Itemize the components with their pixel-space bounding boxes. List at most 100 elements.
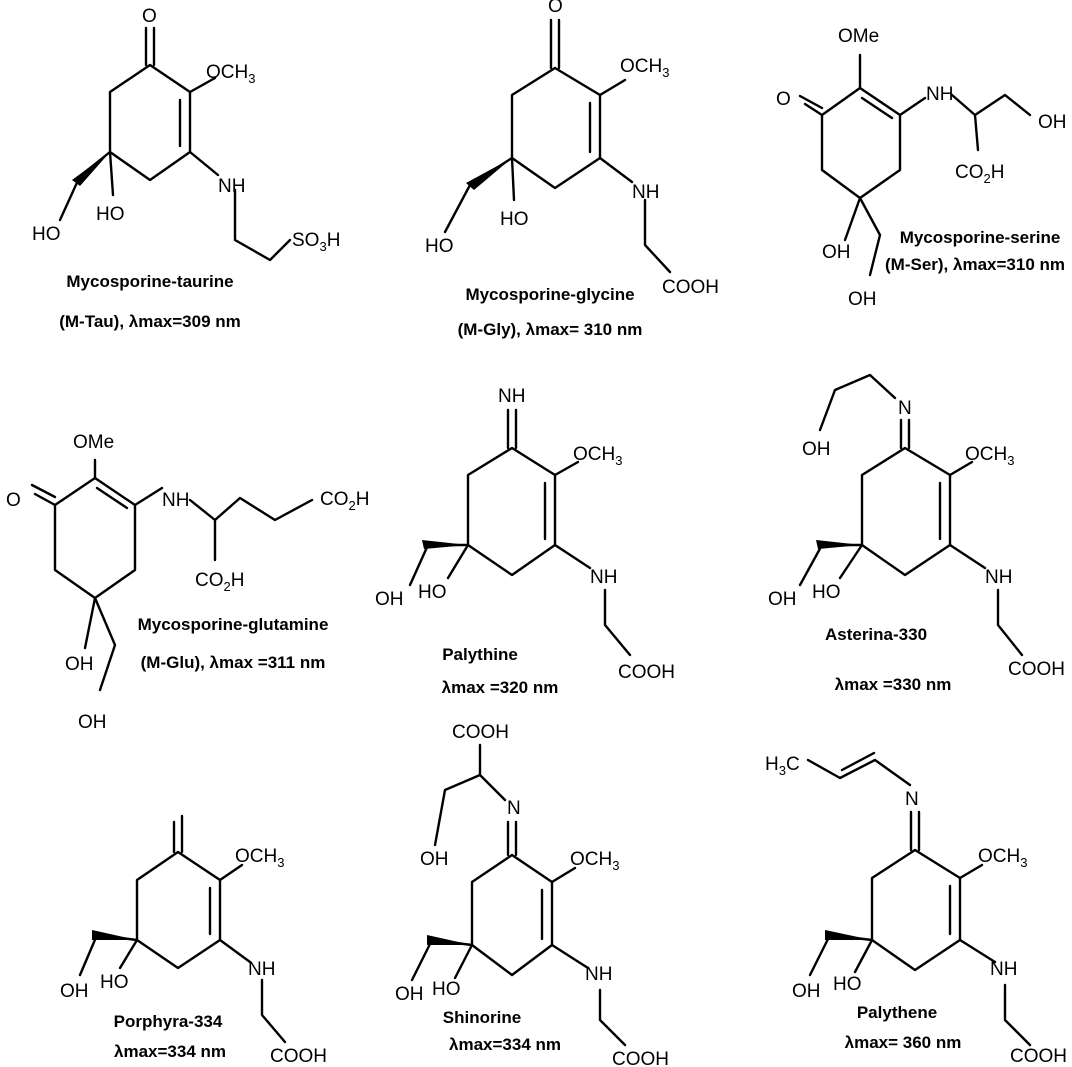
atom-label: NH [162, 490, 189, 511]
ring-bonds [53, 476, 137, 600]
double-bond [860, 96, 894, 120]
ring-bonds [820, 86, 902, 200]
molecule-name: Mycosporine-serine [900, 228, 1061, 247]
atom-label: OCH3 [965, 444, 1014, 468]
ring-bonds [870, 848, 962, 972]
imine-bond [909, 810, 921, 852]
molecule-name: Shinorine [443, 1008, 521, 1027]
wedge-bond [816, 540, 862, 549]
atom-label: OH [802, 439, 831, 460]
molecule-lambda-max: (M-Tau), λmax=309 nm [59, 312, 241, 331]
atom-label: O [142, 6, 157, 27]
atom-label: OCH3 [235, 846, 284, 870]
molecule-lambda-max: (M-Ser), λmax=310 nm [885, 255, 1065, 274]
ring-bonds [470, 853, 554, 977]
atom-label: OH [822, 242, 851, 263]
atom-label: OH [420, 849, 449, 870]
atom-label: COOH [270, 1046, 327, 1067]
atom-label: HO [418, 582, 447, 603]
atom-label: CO2H [320, 489, 369, 513]
wedge-bond [825, 930, 872, 940]
atom-label: NH [632, 182, 659, 203]
molecule-lambda-max: (M-Gly), λmax= 310 nm [458, 320, 643, 339]
molecule-lambda-max: λmax =320 nm [442, 678, 559, 697]
atom-label: OH [768, 589, 797, 610]
atom-label: OMe [73, 432, 114, 453]
substituent-bonds [408, 460, 632, 657]
atom-label: OMe [838, 26, 879, 47]
atom-label: OCH3 [978, 846, 1027, 870]
atom-label: NH [926, 84, 953, 105]
molecule-name: Mycosporine-glycine [465, 285, 634, 304]
atom-label: N [507, 798, 521, 819]
atom-label: COOH [612, 1049, 669, 1067]
atom-label: OCH3 [570, 849, 619, 873]
molecule-mycosporine-taurine: O OCH3 NH HO HO SO3H Mycosporine-taurine… [32, 6, 340, 331]
atom-label: HO [812, 582, 841, 603]
wedge-bond [427, 935, 472, 945]
substituent-bonds [443, 78, 672, 274]
atom-label: HO [425, 236, 454, 257]
atom-label: OH [848, 289, 877, 310]
molecule-shinorine: COOH N OH OCH3 NH OH HO COOH Shinorine λ… [395, 722, 669, 1067]
double-bond [95, 486, 129, 510]
atom-label: HO [500, 209, 529, 230]
molecule-name: Mycosporine-taurine [66, 272, 233, 291]
atom-label: COOH [662, 277, 719, 298]
molecule-name: Mycosporine-glutamine [138, 615, 329, 634]
atom-label: NH [498, 386, 525, 407]
atom-label: OCH3 [573, 444, 622, 468]
ring-bonds [860, 446, 952, 577]
molecule-lambda-max: λmax =330 nm [835, 675, 952, 694]
atom-label: HO [96, 204, 125, 225]
molecule-lambda-max: λmax=334 nm [114, 1042, 226, 1061]
molecule-palythene: H3C N OCH3 NH OH HO COOH Palythene λmax=… [765, 751, 1067, 1067]
molecule-mycosporine-glutamine: OMe O NH CO2H CO2H OH OH Mycosporine-glu… [6, 432, 369, 733]
atom-label: NH [218, 176, 245, 197]
atom-label: OCH3 [620, 56, 669, 80]
atom-label: HO [32, 224, 61, 245]
atom-label: OH [1038, 112, 1067, 133]
exocyclic-double-bond [172, 814, 184, 854]
atom-label: O [6, 490, 21, 511]
molecule-asterina-330: N OH OCH3 NH OH HO COOH Asterina-330 λma… [768, 373, 1065, 694]
imine-bond [899, 418, 911, 450]
atom-label: O [776, 89, 791, 110]
atom-label: OH [78, 712, 107, 733]
atom-label: HO [833, 974, 862, 995]
atom-label: HO [432, 979, 461, 1000]
molecule-palythine: NH OCH3 NH OH HO COOH Palythine λmax =32… [375, 386, 675, 697]
atom-label: N [898, 398, 912, 419]
atom-label: OCH3 [206, 62, 255, 86]
atom-label: COOH [1008, 659, 1065, 680]
wedge-bond [92, 930, 137, 940]
atom-label: OH [60, 981, 89, 1002]
carbonyl-bond [144, 26, 156, 67]
imine-bond [506, 820, 518, 857]
atom-label: COOH [452, 722, 509, 743]
atom-label: NH [985, 567, 1012, 588]
atom-label: COOH [1010, 1046, 1067, 1067]
molecule-porphyra-334: OCH3 NH OH HO COOH Porphyra-334 λmax=334… [60, 814, 327, 1067]
molecule-mycosporine-glycine: O OCH3 NH HO HO COOH Mycosporine-glycine… [425, 0, 719, 339]
imine-bond [506, 408, 518, 450]
substituent-bonds [798, 53, 1032, 277]
atom-label: NH [248, 959, 275, 980]
atom-label: HO [100, 972, 129, 993]
molecule-name: Porphyra-334 [114, 1012, 223, 1031]
wedge-bond [422, 540, 468, 549]
ring-bonds [466, 446, 557, 577]
wedge-bond [72, 152, 110, 186]
wedge-bond [466, 158, 512, 190]
atom-label: H3C [765, 754, 800, 778]
substituent-bonds [410, 743, 627, 1047]
atom-label: COOH [618, 662, 675, 683]
molecule-lambda-max: λmax=334 nm [449, 1035, 561, 1054]
molecule-lambda-max: (M-Glu), λmax =311 nm [141, 653, 326, 672]
atom-label: CO2H [195, 570, 244, 594]
atom-label: OH [792, 981, 821, 1002]
carbonyl-bond [549, 18, 561, 70]
ring-bonds [135, 850, 222, 970]
alkene-bonds [806, 751, 912, 787]
